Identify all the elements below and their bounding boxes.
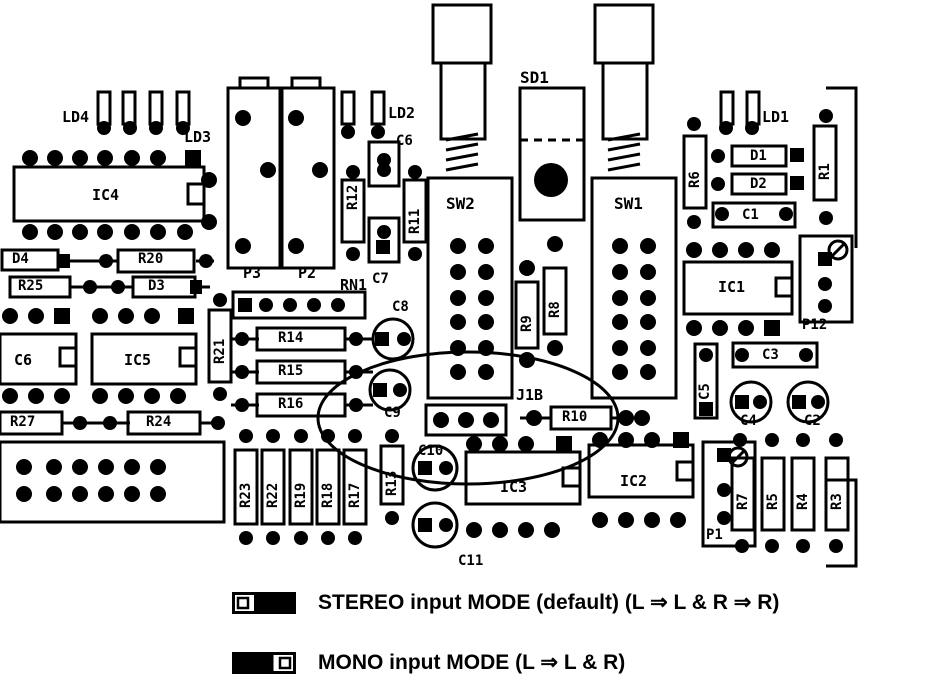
label-r3: R3 (829, 493, 845, 510)
label-r6: R6 (687, 171, 703, 188)
label-r18: R18 (320, 482, 336, 508)
label-c10: C10 (418, 443, 444, 459)
label-c2: C2 (804, 413, 821, 429)
label-j1b: J1B (516, 386, 544, 404)
label-r10: R10 (562, 409, 588, 425)
label-ld4: LD4 (62, 108, 90, 126)
label-d4: D4 (12, 251, 29, 267)
label-r15: R15 (278, 363, 304, 379)
label-c4: C4 (740, 413, 757, 429)
label-r13: R13 (384, 470, 400, 496)
label-c6: C6 (396, 133, 413, 149)
jumper-stereo-icon (232, 591, 296, 614)
label-ic5: IC5 (124, 351, 152, 369)
label-r25: R25 (18, 278, 44, 294)
jumper-mono-icon (232, 651, 296, 674)
label-c7: C7 (372, 271, 389, 287)
label-r16: R16 (278, 396, 304, 412)
label-r4: R4 (795, 493, 811, 510)
label-ic6: C6 (14, 351, 33, 369)
label-ic2: IC2 (620, 472, 648, 490)
label-r5: R5 (765, 493, 781, 510)
label-p2: P2 (298, 264, 317, 282)
label-sw1: SW1 (614, 194, 643, 213)
label-p1: P1 (706, 527, 723, 543)
label-r23: R23 (238, 482, 254, 508)
legend-stereo: STEREO input MODE (default) (L ⇒ L & R ⇒… (232, 590, 779, 615)
label-d2: D2 (750, 176, 767, 192)
label-sw2: SW2 (446, 194, 475, 213)
label-p12: P12 (802, 317, 828, 333)
label-r20: R20 (138, 251, 164, 267)
label-rn1: RN1 (340, 276, 368, 294)
label-c3: C3 (762, 347, 779, 363)
label-c1: C1 (742, 207, 759, 223)
label-d1: D1 (750, 148, 767, 164)
label-ld2: LD2 (388, 104, 416, 122)
label-r27: R27 (10, 414, 36, 430)
label-r9: R9 (519, 315, 535, 332)
label-c11: C11 (458, 553, 484, 569)
label-ld3: LD3 (184, 128, 212, 146)
label-r8: R8 (547, 301, 563, 318)
label-ic1: IC1 (718, 278, 746, 296)
label-r19: R19 (293, 482, 309, 508)
label-ic3: IC3 (500, 478, 528, 496)
label-sd1: SD1 (520, 68, 549, 87)
label-ld1: LD1 (762, 108, 790, 126)
label-r21: R21 (212, 338, 228, 364)
label-c9: C9 (384, 405, 401, 421)
label-c8: C8 (392, 299, 409, 315)
label-d3: D3 (148, 278, 165, 294)
label-ic4: IC4 (92, 186, 120, 204)
label-r24: R24 (146, 414, 172, 430)
label-c5: C5 (697, 383, 713, 400)
label-r22: R22 (265, 482, 281, 508)
legend-stereo-text: STEREO input MODE (default) (L ⇒ L & R ⇒… (318, 591, 780, 614)
label-r1: R1 (817, 163, 833, 180)
legend-mono-text: MONO input MODE (L ⇒ L & R) (318, 651, 626, 674)
label-r12: R12 (345, 184, 361, 210)
label-r7: R7 (735, 493, 751, 510)
label-r14: R14 (278, 330, 304, 346)
label-p3: P3 (243, 264, 262, 282)
legend-mono: MONO input MODE (L ⇒ L & R) (232, 650, 625, 675)
label-r17: R17 (347, 482, 363, 508)
label-r11: R11 (407, 208, 423, 234)
